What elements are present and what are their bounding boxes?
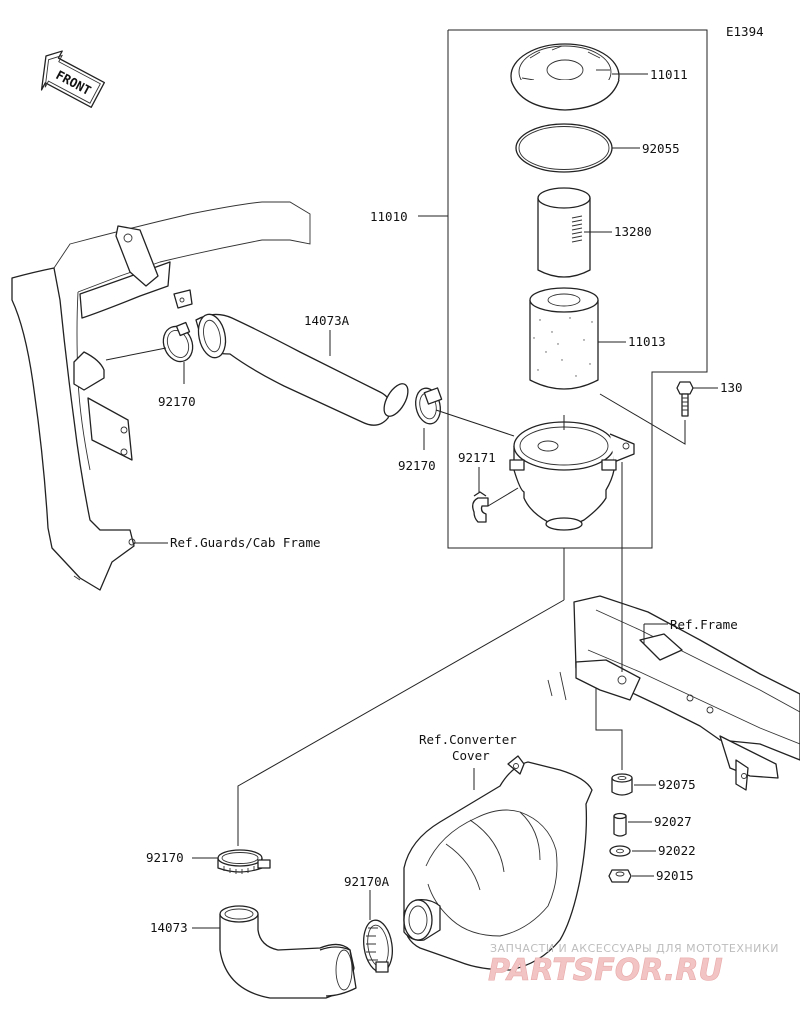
pre-filter-sleeve (537, 187, 591, 278)
label-92022: 92022 (658, 843, 696, 858)
hose-clamp-mid (415, 387, 443, 425)
air-cleaner-assembly-outline (418, 29, 708, 549)
label-14073: 14073 (150, 920, 188, 935)
collar (613, 812, 627, 837)
main-frame (547, 595, 800, 791)
label-130: 130 (720, 380, 743, 395)
label-92027: 92027 (654, 814, 692, 829)
air-cleaner-case (509, 421, 635, 531)
hose-clamp-left (162, 321, 194, 363)
bolt (676, 381, 694, 417)
upper-intake-hose (195, 313, 409, 426)
label-92171: 92171 (458, 450, 496, 465)
filter-element (529, 287, 599, 390)
o-ring (515, 123, 613, 173)
label-11013: 11013 (628, 334, 666, 349)
ref-frame: Ref.Frame (670, 617, 738, 632)
front-direction-arrow: FRONT (40, 50, 106, 108)
ref-converter-cover-line2: Cover (452, 748, 490, 763)
label-92055: 92055 (642, 141, 680, 156)
label-11011: 11011 (650, 67, 688, 82)
nut (608, 869, 632, 883)
diagram-code: E1394 (726, 24, 764, 39)
hose-clamp-a (363, 919, 393, 973)
label-92075: 92075 (658, 777, 696, 792)
watermark-tagline: ЗАПЧАСТИ И АКСЕССУАРЫ ДЛЯ МОТОТЕХНИКИ (490, 942, 779, 955)
washer (609, 845, 631, 857)
label-14073a: 14073A (304, 313, 350, 328)
lower-intake-hose (219, 905, 357, 999)
guards-cab-frame (11, 201, 311, 591)
hose-clamp-bottom (217, 849, 271, 874)
ref-converter-cover-line1: Ref.Converter (419, 732, 517, 747)
label-13280: 13280 (614, 224, 652, 239)
label-11010: 11010 (370, 209, 408, 224)
air-cleaner-cap (510, 43, 620, 111)
label-92170-bottom: 92170 (146, 850, 184, 865)
converter-cover (403, 755, 593, 971)
label-92170-clamp-mid: 92170 (398, 458, 436, 473)
watermark-logo: PARTSFOR.RU (488, 953, 723, 988)
label-92015: 92015 (656, 868, 694, 883)
rubber-grommet (611, 773, 633, 796)
label-92170a: 92170A (344, 874, 390, 889)
label-92170-clamp-left: 92170 (158, 394, 196, 409)
hose-clip (472, 491, 489, 523)
ref-guards-cab-frame: Ref.Guards/Cab Frame (170, 535, 321, 550)
